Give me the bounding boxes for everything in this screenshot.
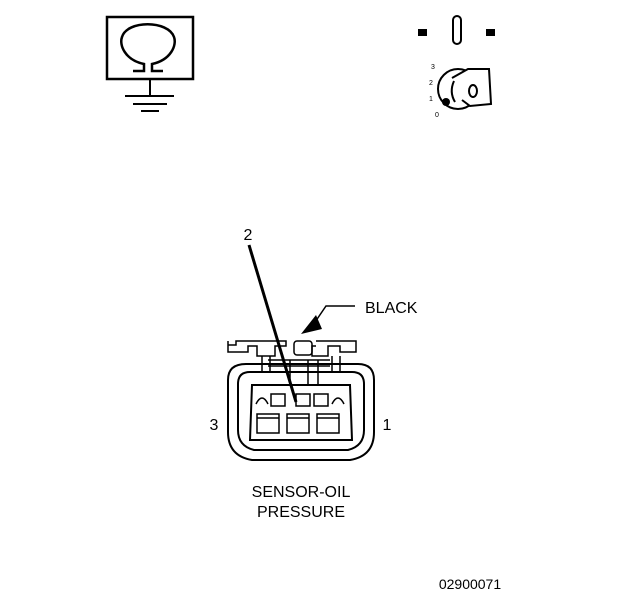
ignition-position-3: 3: [431, 64, 435, 71]
ignition-key-off-icon: 3 2 1 0: [418, 15, 495, 119]
connector-color-label: BLACK: [365, 300, 418, 317]
ohmmeter-ground-icon: [105, 15, 195, 112]
pin-label-1: 1: [383, 417, 392, 434]
connector-name-line1: SENSOR-OIL: [252, 484, 351, 501]
oil-pressure-sensor-connector: [227, 340, 375, 461]
connector-name-line2: PRESSURE: [257, 504, 345, 521]
ignition-position-2: 2: [429, 80, 433, 87]
color-arrowhead: [301, 315, 322, 334]
pin-callout-2: 2: [244, 227, 253, 244]
pin-label-3: 3: [210, 417, 219, 434]
pin-2-leader-line: [247, 244, 298, 403]
figure-id: 02900071: [439, 576, 502, 592]
ignition-position-1: 1: [429, 96, 433, 103]
ignition-position-0: 0: [435, 112, 439, 119]
